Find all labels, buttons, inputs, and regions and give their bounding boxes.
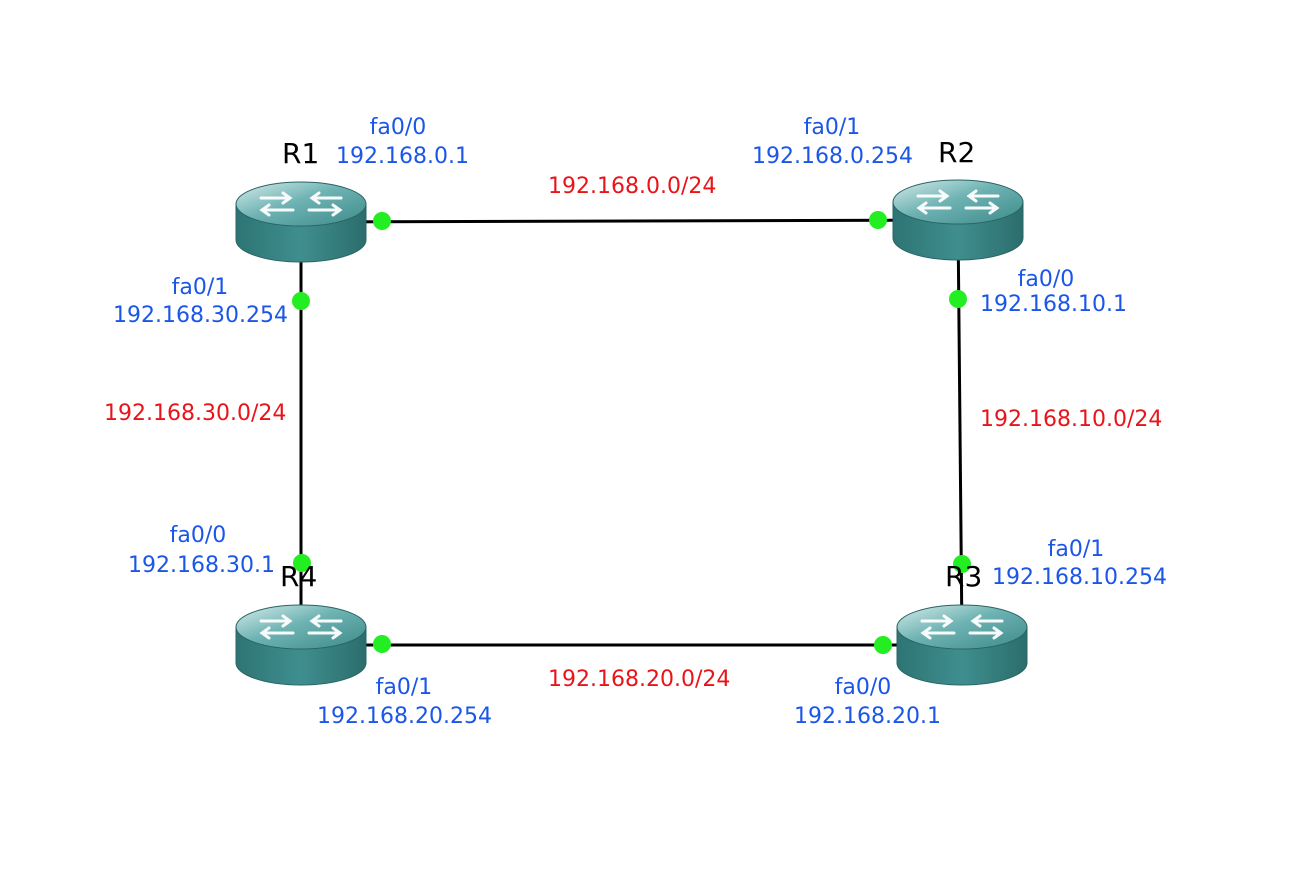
interface-name: fa0/0 bbox=[834, 675, 892, 700]
router-r2-icon[interactable] bbox=[891, 178, 1025, 262]
interface-ip: 192.168.30.254 bbox=[113, 303, 288, 328]
router-r1-icon[interactable] bbox=[234, 180, 368, 264]
interface-name: fa0/0 bbox=[169, 523, 227, 548]
subnet-label-r4-r1: 192.168.30.0/24 bbox=[104, 401, 287, 426]
router-r4-icon[interactable] bbox=[234, 603, 368, 687]
port-r1-fa0-1[interactable] bbox=[292, 292, 310, 310]
interface-name: fa0/1 bbox=[171, 275, 229, 300]
interface-label: fa0/0 192.168.30.1 bbox=[128, 523, 275, 578]
interface-name: fa0/0 bbox=[1017, 267, 1075, 292]
subnet-label-r2-r3: 192.168.10.0/24 bbox=[980, 407, 1163, 432]
interface-ip: 192.168.20.1 bbox=[794, 704, 941, 729]
subnet-label-r1-r2: 192.168.0.0/24 bbox=[548, 174, 717, 199]
interface-name: fa0/1 bbox=[1047, 537, 1105, 562]
interface-ip: 192.168.0.254 bbox=[752, 144, 913, 169]
interface-ip: 192.168.10.254 bbox=[992, 565, 1167, 590]
port-r2-fa0-1[interactable] bbox=[869, 211, 887, 229]
port-r2-fa0-0[interactable] bbox=[949, 290, 967, 308]
port-r4-fa0-1[interactable] bbox=[373, 635, 391, 653]
port-r3-fa0-0[interactable] bbox=[874, 636, 892, 654]
port-r1-fa0-0[interactable] bbox=[373, 212, 391, 230]
interface-label: fa0/1 192.168.30.254 bbox=[113, 275, 288, 328]
port-r3-fa0-1[interactable] bbox=[953, 555, 971, 573]
interface-label: fa0/0 192.168.0.1 bbox=[336, 115, 469, 169]
router-r2-name: R2 bbox=[938, 136, 976, 169]
port-r4-fa0-0[interactable] bbox=[293, 554, 311, 572]
router-r4-name: R4 bbox=[280, 560, 318, 593]
interface-ip: 192.168.30.1 bbox=[128, 553, 275, 578]
interface-label: fa0/1 192.168.20.254 bbox=[317, 675, 492, 729]
interface-label: fa0/1 192.168.10.254 bbox=[992, 537, 1167, 590]
interface-name: fa0/1 bbox=[803, 115, 861, 140]
subnet-label-r3-r4: 192.168.20.0/24 bbox=[548, 667, 731, 692]
interface-label: fa0/0 192.168.10.1 bbox=[980, 267, 1127, 317]
interface-label: fa0/1 192.168.0.254 bbox=[752, 115, 913, 169]
interface-ip: 192.168.10.1 bbox=[980, 292, 1127, 317]
link-r1-r2 bbox=[299, 218, 959, 224]
router-r1-name: R1 bbox=[282, 137, 320, 170]
interface-ip: 192.168.0.1 bbox=[336, 144, 469, 169]
interface-ip: 192.168.20.254 bbox=[317, 704, 492, 729]
interface-name: fa0/1 bbox=[375, 675, 433, 700]
router-r3-name: R3 bbox=[945, 560, 983, 593]
interface-name: fa0/0 bbox=[369, 115, 427, 140]
interface-label: fa0/0 192.168.20.1 bbox=[794, 675, 941, 729]
router-r3-icon[interactable] bbox=[895, 603, 1029, 687]
